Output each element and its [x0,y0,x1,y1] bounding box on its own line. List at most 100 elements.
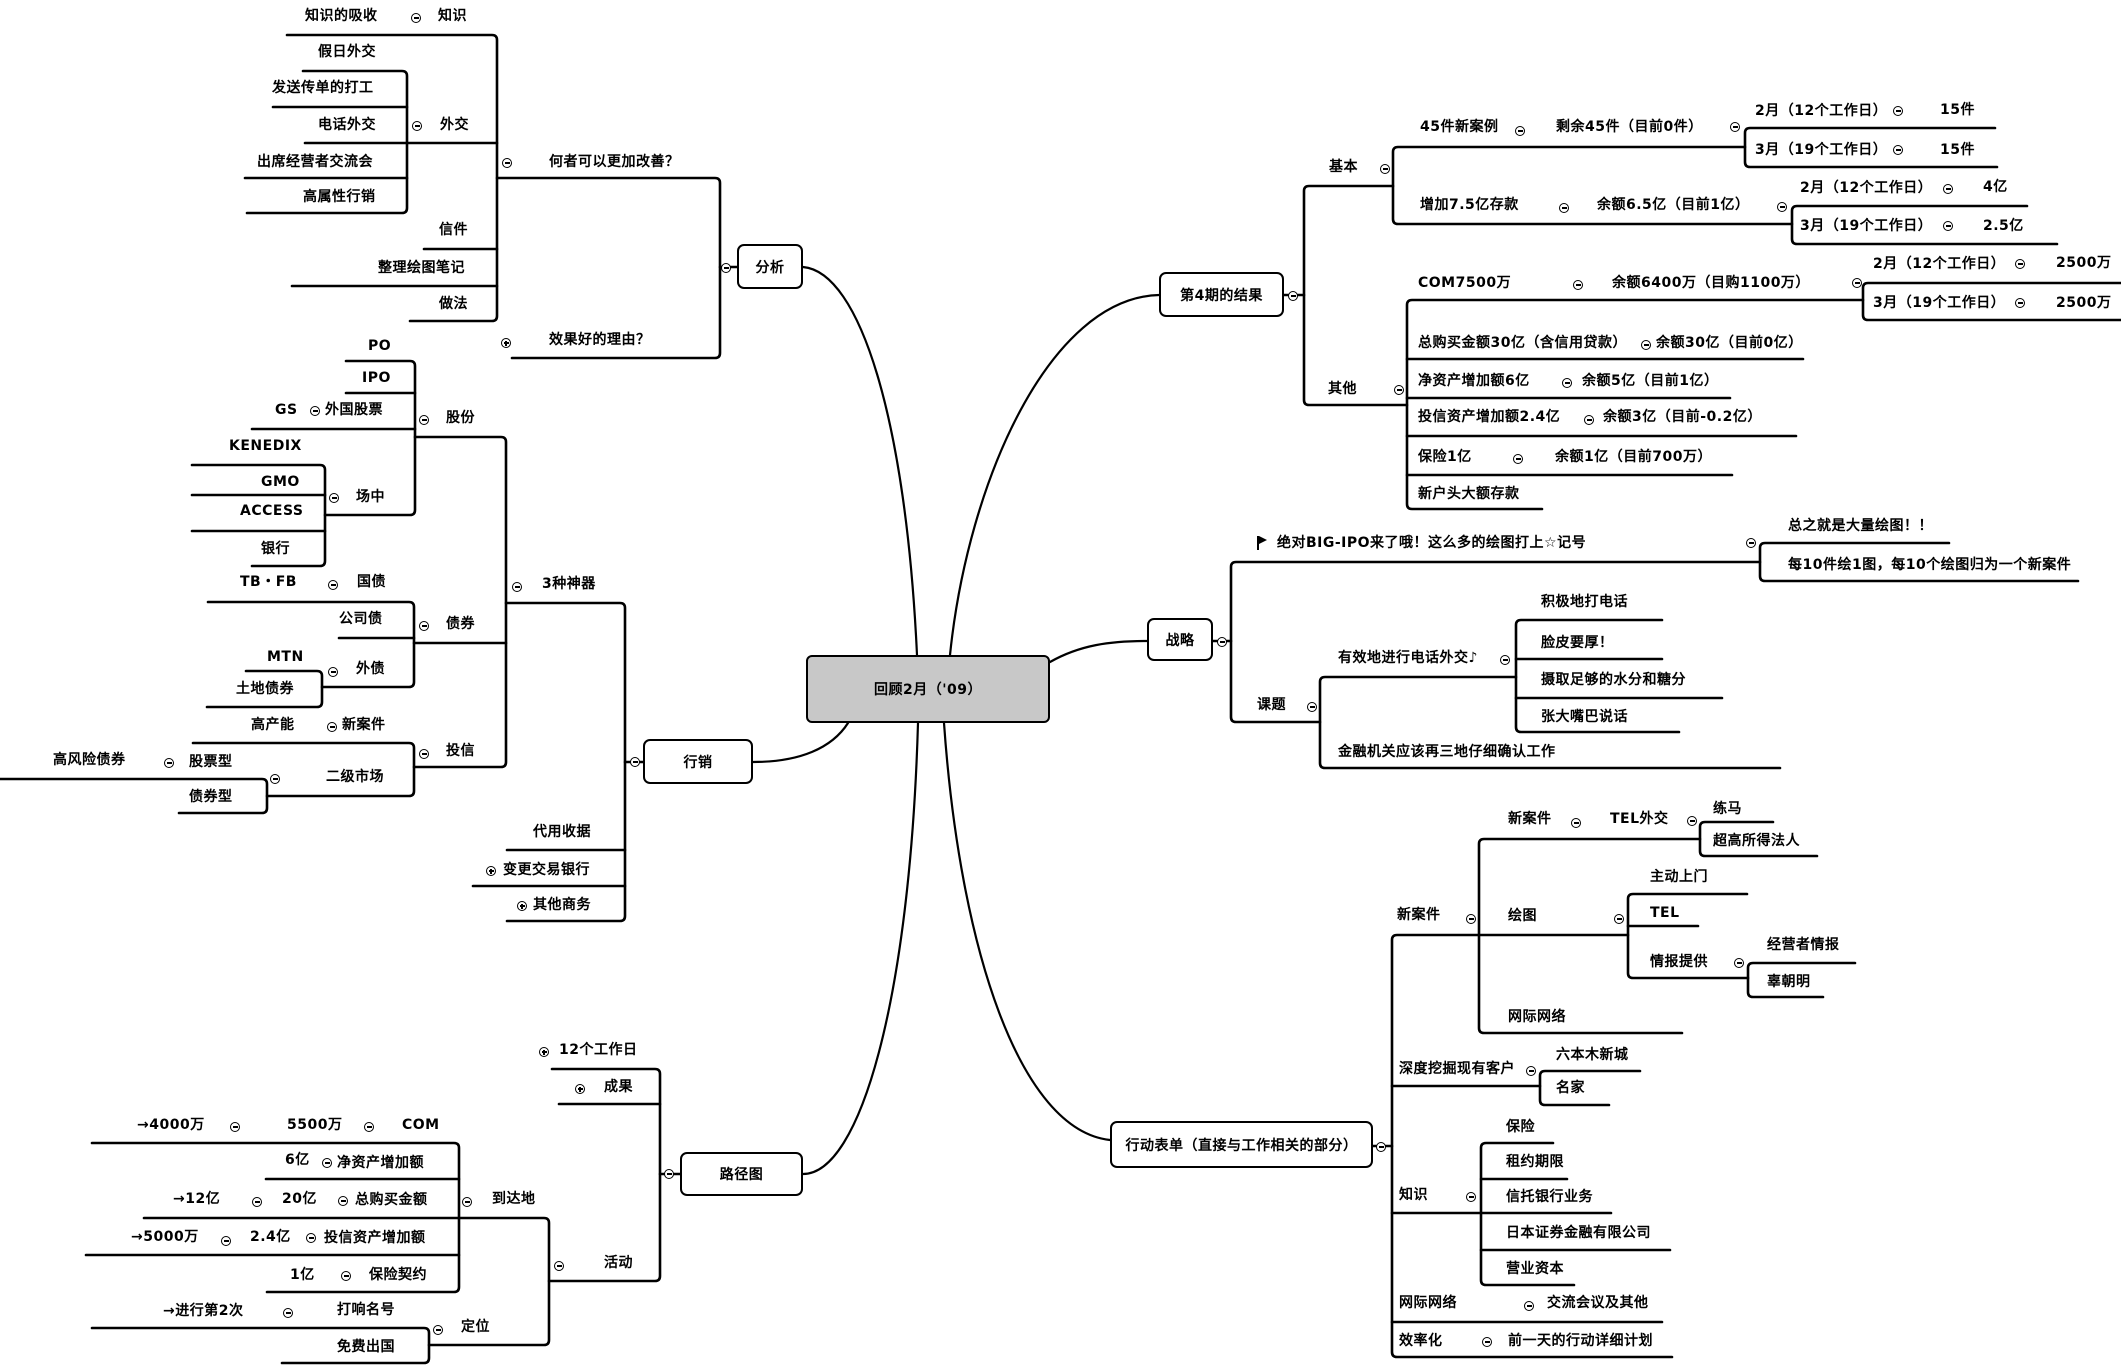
topic-node[interactable]: 保险契约 [369,1267,427,1283]
topic-node[interactable]: 交流会议及其他 [1547,1295,1649,1311]
topic-node[interactable]: 效率化 [1399,1333,1443,1349]
collapse-icon[interactable] [1380,164,1390,174]
topic-node[interactable]: 信件 [439,222,468,238]
collapse-icon[interactable] [1943,184,1953,194]
collapse-icon[interactable] [1687,816,1697,826]
collapse-icon[interactable] [328,580,338,590]
collapse-icon[interactable] [1571,818,1581,828]
topic-node[interactable]: 知识的吸收 [305,8,378,24]
topic-node[interactable]: 投信 [446,743,475,759]
branch-marketing[interactable]: 行销 [643,739,753,784]
topic-node[interactable]: 发送传单的打工 [272,80,374,96]
topic-node[interactable]: 知识 [438,8,467,24]
collapse-icon[interactable] [1730,122,1740,132]
topic-node[interactable]: 土地债券 [236,681,294,697]
collapse-icon[interactable] [2015,259,2025,269]
collapse-icon[interactable] [1852,278,1862,288]
collapse-icon[interactable] [327,722,337,732]
topic-node[interactable]: 每10件绘1图，每10个绘图归为一个新案件 [1788,557,2072,573]
topic-node[interactable]: 新案件 [1508,811,1552,827]
topic-node[interactable]: 2500万 [2056,255,2112,271]
topic-node[interactable]: 代用收据 [533,824,591,840]
collapse-icon[interactable] [502,158,512,168]
topic-node[interactable]: KENEDIX [229,438,302,454]
topic-node[interactable]: 3月（19个工作日） [1873,295,2006,311]
topic-node[interactable]: 出席经营者交流会 [257,154,373,170]
collapse-icon[interactable] [1515,126,1525,136]
topic-node[interactable]: 整理绘图笔记 [378,260,465,276]
topic-node[interactable]: 营业资本 [1506,1261,1564,1277]
collapse-icon[interactable] [512,582,522,592]
topic-node[interactable]: 成果 [604,1079,633,1095]
collapse-icon[interactable] [412,121,422,131]
topic-node[interactable]: 信托银行业务 [1506,1189,1593,1205]
collapse-icon[interactable] [1734,958,1744,968]
topic-node[interactable]: 二级市场 [326,769,384,785]
topic-node[interactable]: 名家 [1556,1080,1585,1096]
collapse-icon[interactable] [1524,1301,1534,1311]
topic-node[interactable]: 2月（12个工作日） [1800,180,1933,196]
topic-node[interactable]: 余额5亿（目前1亿） [1582,373,1719,389]
collapse-icon[interactable] [310,406,320,416]
topic-node[interactable]: 2月（12个工作日） [1755,103,1888,119]
topic-node[interactable]: 保险1亿 [1418,449,1472,465]
collapse-icon[interactable] [230,1122,240,1132]
collapse-icon[interactable] [270,774,280,784]
collapse-icon[interactable] [329,493,339,503]
topic-node[interactable]: 投信资产增加额2.4亿 [1418,409,1561,425]
topic-node[interactable]: 其他 [1328,381,1357,397]
collapse-icon[interactable] [462,1197,472,1207]
topic-node[interactable]: IPO [362,370,391,386]
topic-node[interactable]: 国债 [357,574,386,590]
branch-analysis[interactable]: 分析 [737,244,803,289]
collapse-icon[interactable] [419,749,429,759]
topic-node[interactable]: →进行第2次 [163,1303,244,1319]
collapse-icon[interactable] [1614,914,1624,924]
topic-node[interactable]: 4亿 [1983,179,2008,195]
topic-node[interactable]: 知识 [1399,1187,1428,1203]
collapse-icon[interactable] [411,13,421,23]
collapse-icon[interactable] [1526,1066,1536,1076]
topic-node[interactable]: 20亿 [282,1191,317,1207]
topic-node[interactable]: 总购买金额30亿（含信用贷款） [1418,335,1627,351]
expand-icon[interactable] [517,901,527,911]
topic-node[interactable]: 张大嘴巴说话 [1541,709,1628,725]
collapse-icon[interactable] [419,415,429,425]
topic-node[interactable]: TEL [1650,905,1680,921]
collapse-icon[interactable] [1394,385,1404,395]
collapse-icon[interactable] [664,1169,674,1179]
collapse-icon[interactable] [1288,291,1298,301]
collapse-icon[interactable] [630,757,640,767]
topic-node[interactable]: 场中 [356,489,385,505]
collapse-icon[interactable] [2015,298,2025,308]
topic-node[interactable]: 练马 [1713,801,1742,817]
topic-node[interactable]: 1亿 [290,1267,315,1283]
topic-node[interactable]: 摄取足够的水分和糖分 [1541,672,1686,688]
collapse-icon[interactable] [1893,106,1903,116]
collapse-icon[interactable] [1482,1337,1492,1347]
collapse-icon[interactable] [554,1261,564,1271]
topic-node[interactable]: TB・FB [240,574,297,590]
topic-node[interactable]: 绘图 [1508,908,1537,924]
topic-node[interactable]: GS [275,402,298,418]
topic-node[interactable]: 6亿 [285,1152,310,1168]
topic-node[interactable]: 假日外交 [318,44,376,60]
collapse-icon[interactable] [1777,202,1787,212]
collapse-icon[interactable] [341,1271,351,1281]
topic-node[interactable]: 2.4亿 [250,1229,291,1245]
collapse-icon[interactable] [433,1325,443,1335]
topic-node[interactable]: 增加7.5亿存款 [1420,197,1519,213]
topic-node[interactable]: 基本 [1329,159,1358,175]
topic-node[interactable]: 剩余45件（目前0件） [1556,119,1703,135]
topic-node[interactable]: 总购买金额 [355,1192,428,1208]
topic-node[interactable]: 前一天的行动详细计划 [1508,1333,1653,1349]
topic-node[interactable]: 网际网络 [1508,1009,1566,1025]
topic-node[interactable]: 免费出国 [337,1339,395,1355]
collapse-icon[interactable] [252,1197,262,1207]
topic-node[interactable]: 新户头大额存款 [1418,486,1520,502]
topic-node[interactable]: 债券 [446,616,475,632]
topic-node[interactable]: 债券型 [189,789,233,805]
topic-node[interactable]: 3月（19个工作日） [1755,142,1888,158]
collapse-icon[interactable] [1573,280,1583,290]
collapse-icon[interactable] [1893,145,1903,155]
